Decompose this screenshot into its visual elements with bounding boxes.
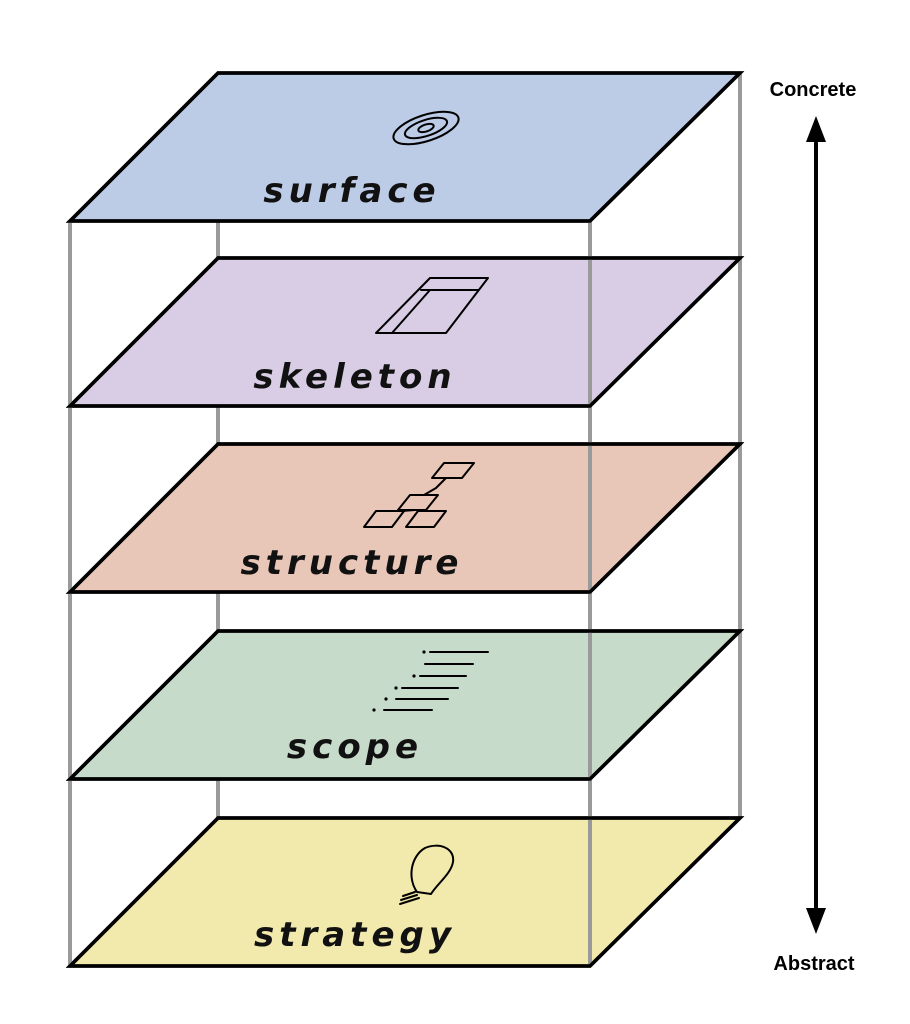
- abstraction-axis: Concrete Abstract: [770, 79, 857, 975]
- plane-label-skeleton: skeleton: [253, 357, 456, 397]
- plane-label-structure: structure: [241, 543, 464, 583]
- plane-label-strategy: strategy: [254, 915, 456, 955]
- site-map-icon: [363, 462, 475, 528]
- plane-label-surface: surface: [263, 171, 440, 211]
- plane-label-scope: scope: [287, 727, 423, 767]
- plane-surface: surface: [65, 71, 745, 223]
- visual-design-icon: [392, 110, 460, 146]
- interface-layout-icon: [375, 277, 489, 334]
- plane-structure: structure: [65, 442, 745, 594]
- feature-list-icon: [372, 650, 489, 712]
- plane-edges: [65, 71, 745, 968]
- plane-scope: scope: [65, 629, 745, 781]
- plane-skeleton: skeleton: [65, 256, 745, 408]
- arrow-up-icon: [806, 116, 826, 142]
- plane-stack: strategy scope: [65, 71, 745, 968]
- lightbulb-icon: [399, 844, 455, 905]
- arrow-down-icon: [806, 908, 826, 934]
- axis-label-abstract: Abstract: [773, 953, 854, 975]
- plane-strategy: strategy: [65, 816, 745, 968]
- axis-label-concrete: Concrete: [770, 79, 857, 101]
